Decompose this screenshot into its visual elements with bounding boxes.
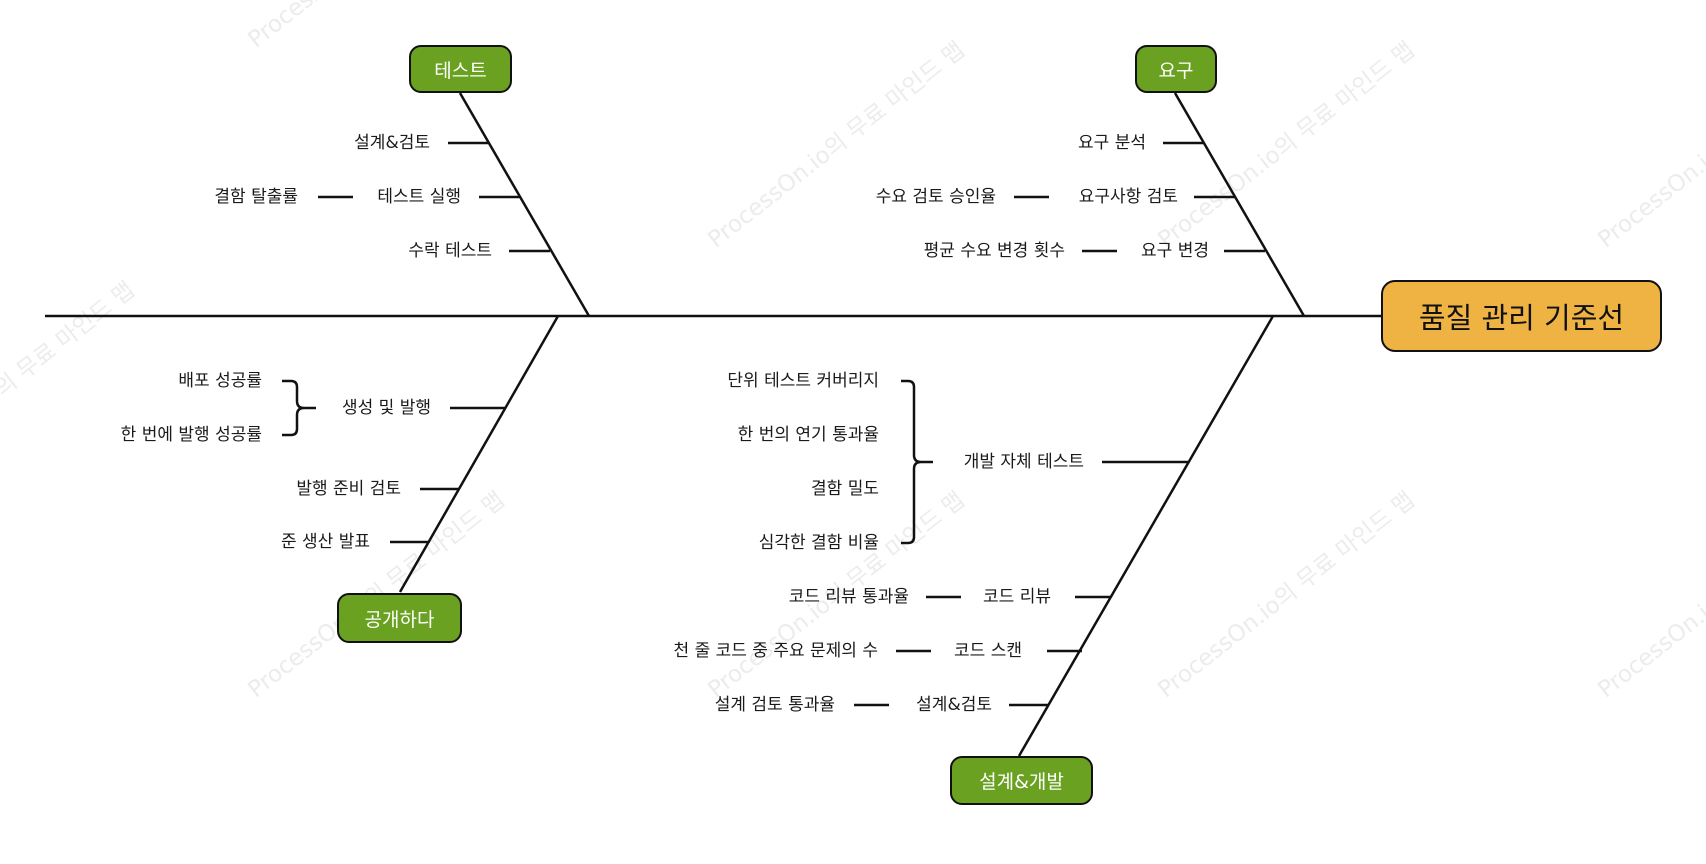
category-box-test[interactable]: 테스트 [409, 45, 512, 93]
bone-test [458, 92, 591, 317]
cause-label: 요구 변경 [1141, 241, 1209, 261]
category-box-design-dev[interactable]: 설계&개발 [950, 756, 1093, 805]
metric-label: 수요 검토 승인율 [875, 187, 996, 207]
cause-label: 설계&검토 [354, 133, 430, 153]
cause-label: 요구 분석 [1078, 133, 1146, 153]
metric-label: 한 번에 발행 성공률 [120, 425, 262, 445]
cause-label: 준 생산 발표 [280, 532, 370, 552]
cause-label: 테스트 실행 [377, 187, 461, 207]
head-box[interactable]: 품질 관리 기준선 [1381, 280, 1662, 352]
bone-design-dev [1017, 315, 1275, 757]
metric-label: 결함 탈출률 [214, 187, 298, 207]
brace-release [282, 379, 316, 437]
cause-label: 코드 리뷰 [983, 587, 1051, 607]
category-box-release[interactable]: 공개하다 [337, 593, 462, 643]
metric-label: 배포 성공률 [178, 371, 262, 391]
category-box-requirement[interactable]: 요구 [1135, 45, 1217, 93]
cause-label: 발행 준비 검토 [296, 479, 401, 499]
cause-label: 생성 및 발행 [341, 398, 431, 418]
cause-label: 코드 스캔 [954, 641, 1022, 661]
metric-label: 설계 검토 통과율 [714, 695, 835, 715]
cause-label: 설계&검토 [916, 695, 992, 715]
metric-label: 한 번의 연기 통과율 [737, 425, 879, 445]
cause-label: 요구사항 검토 [1078, 187, 1178, 207]
bone-release [398, 315, 560, 593]
metric-label: 결함 밀도 [811, 479, 879, 499]
cause-label: 수락 테스트 [408, 241, 492, 261]
brace-dev-test [901, 379, 933, 545]
metric-label: 단위 테스트 커버리지 [727, 371, 879, 391]
metric-label: 천 줄 코드 중 주요 문제의 수 [673, 641, 878, 661]
metric-label: 평균 수요 변경 횟수 [923, 241, 1065, 261]
bone-requirement [1173, 92, 1306, 317]
metric-label: 코드 리뷰 통과율 [788, 587, 909, 607]
metric-label: 심각한 결함 비율 [758, 533, 879, 553]
cause-label: 개발 자체 테스트 [963, 452, 1084, 472]
